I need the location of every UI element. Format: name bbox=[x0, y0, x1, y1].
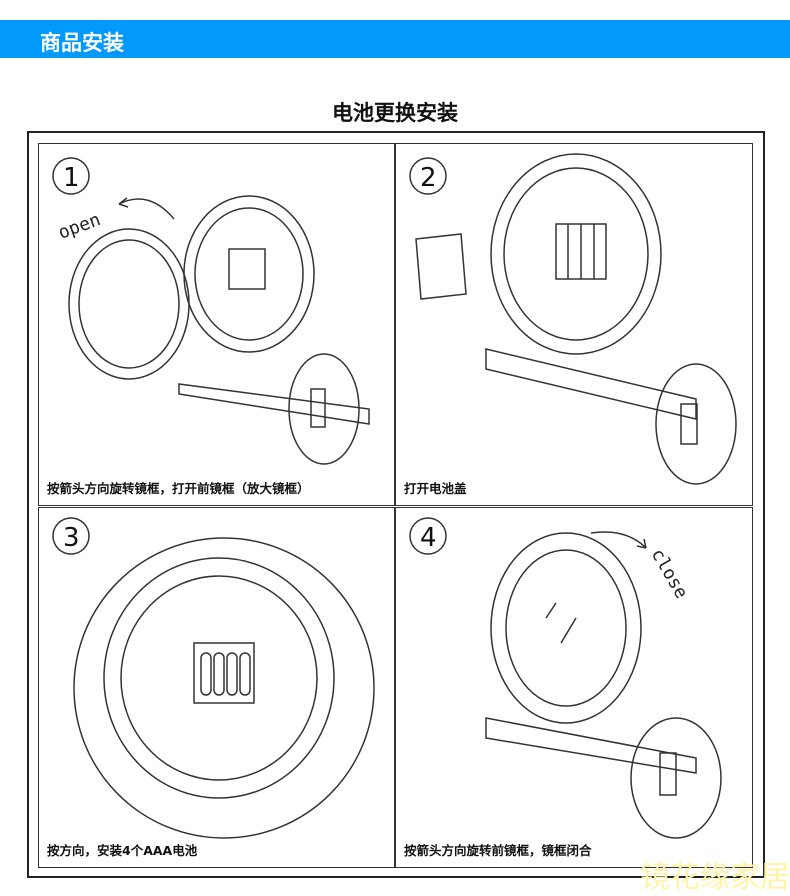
open-label: open bbox=[56, 209, 104, 244]
step-number-1: 1 bbox=[63, 163, 80, 193]
step-caption-3: 按方向，安装4个AAA电池 bbox=[47, 843, 198, 858]
install-batteries-illustration: 3 bbox=[52, 517, 375, 839]
step-panel-4: 4 close 按箭头方向旋转前镜框，镜框闭合 bbox=[395, 507, 753, 868]
close-label: close bbox=[647, 545, 692, 602]
watermark: 镜花缘家居 bbox=[640, 860, 790, 895]
step-caption-4: 按箭头方向旋转前镜框，镜框闭合 bbox=[404, 843, 592, 858]
step-number-2: 2 bbox=[420, 163, 437, 193]
step-panel-1: 1 open 按箭头方向旋转镜框，打开前镜框（放大镜框） bbox=[38, 143, 395, 506]
step-caption-2: 打开电池盖 bbox=[404, 481, 467, 496]
mirror-close-illustration: 4 close bbox=[409, 517, 722, 839]
step-panel-3: 3 按方向，安装4个AAA电池 bbox=[38, 507, 395, 868]
step-panel-2: 2 打开电池盖 bbox=[395, 143, 753, 506]
section-title: 电池更换安装 bbox=[332, 101, 458, 125]
instructions-frame bbox=[27, 131, 765, 878]
header-bar: 商品安装 bbox=[0, 20, 790, 58]
step-number-4: 4 bbox=[420, 523, 437, 553]
mirror-open-illustration: 1 open bbox=[52, 157, 370, 465]
step-number-3: 3 bbox=[63, 523, 80, 553]
battery-cover-illustration: 2 bbox=[409, 153, 737, 485]
header-title: 商品安装 bbox=[40, 31, 124, 55]
step-caption-1: 按箭头方向旋转镜框，打开前镜框（放大镜框） bbox=[47, 481, 310, 496]
